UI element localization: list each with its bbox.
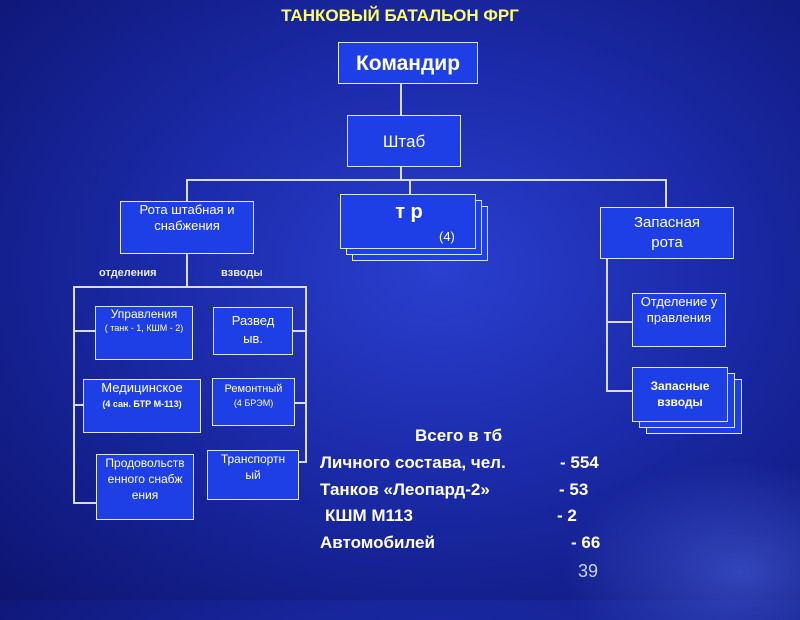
staff-label: Штаб — [382, 132, 426, 151]
connector-bus-hq — [186, 179, 188, 201]
tank-company-count: (4) — [439, 229, 455, 244]
connector-recon — [293, 330, 307, 332]
tank-company-box: т р (4) — [340, 194, 476, 249]
commander-label: Командир — [355, 52, 461, 75]
connector-bus-reserve — [665, 179, 667, 207]
background-glow — [560, 460, 800, 620]
section-supply-label: Продовольственного снабжения — [105, 456, 185, 502]
connector-transport — [299, 461, 307, 463]
connector-repair — [295, 402, 307, 404]
platoon-repair-box: Ремонтный (4 БРЭМ) — [212, 378, 295, 426]
connector-bus-tank — [409, 179, 411, 195]
staff-box: Штаб — [347, 115, 461, 167]
reserve-section-label: Отделение управления — [640, 294, 718, 325]
connector-staff-bus — [400, 166, 402, 180]
connector-reserve-section — [606, 321, 632, 323]
connector-medical — [73, 404, 83, 406]
connector-supply — [73, 502, 96, 504]
platoon-repair-label: Ремонтный — [224, 383, 283, 395]
totals-row-value: - 53 — [559, 480, 589, 499]
totals-header: Всего в тб — [415, 426, 503, 445]
page-title: ТАНКОВЫЙ БАТАЛЬОН ФРГ — [281, 6, 519, 25]
totals-row-label: КШМ М113 — [325, 506, 413, 525]
reserve-section-box: Отделение управления — [632, 293, 726, 347]
section-medical-box: Медицинское (4 сан. БТР М-113) — [83, 379, 201, 433]
reserve-company-box: Запасная рота — [600, 207, 734, 259]
section-control-label: Управления — [110, 307, 178, 321]
commander-box: Командир — [338, 42, 478, 84]
connector-bus — [186, 179, 667, 181]
totals-row-label: Личного состава, чел. — [320, 453, 506, 472]
totals-row-value: - 2 — [557, 506, 577, 525]
hq-company-box: Рота штабная и снабжения — [120, 201, 254, 254]
connector-hq-branch — [73, 286, 307, 288]
totals-row-label: Танков «Леопард-2» — [320, 480, 490, 499]
connector-right-spine — [305, 286, 307, 462]
totals-row-label: Автомобилей — [320, 533, 435, 552]
platoon-recon-label: Развед ыв. — [231, 313, 275, 346]
reserve-platoons-label: Запасные взводы — [650, 379, 710, 409]
hq-platoons-label: взводы — [221, 267, 263, 279]
page-number: 39 — [578, 561, 599, 581]
platoon-recon-box: Развед ыв. — [213, 307, 293, 355]
section-medical-note: (4 сан. БТР М-113) — [102, 399, 182, 409]
connector-commander-staff — [400, 84, 402, 116]
totals-row-value: - 554 — [560, 453, 599, 472]
platoon-repair-note: (4 БРЭМ) — [233, 398, 274, 408]
connector-reserve-platoons — [606, 390, 632, 392]
section-control-note: ( танк - 1, КШМ - 2) — [104, 323, 184, 333]
totals-row-value: - 66 — [571, 533, 601, 552]
section-control-box: Управления ( танк - 1, КШМ - 2) — [95, 306, 193, 360]
connector-reserve-spine — [606, 259, 608, 392]
hq-sections-label: отделения — [99, 267, 157, 279]
reserve-company-label: Запасная рота — [633, 214, 701, 251]
tank-company-label: т р — [395, 201, 423, 223]
connector-control — [73, 330, 95, 332]
connector-hq-down — [186, 254, 188, 286]
reserve-platoons-box: Запасные взводы — [632, 367, 728, 422]
connector-left-spine — [73, 286, 75, 504]
platoon-transport-box: Транспортный — [207, 450, 299, 500]
section-medical-label: Медицинское — [101, 380, 183, 395]
section-supply-box: Продовольственного снабжения — [96, 454, 194, 520]
hq-company-label: Рота штабная и снабжения — [139, 202, 235, 233]
platoon-transport-label: Транспортный — [220, 452, 286, 482]
